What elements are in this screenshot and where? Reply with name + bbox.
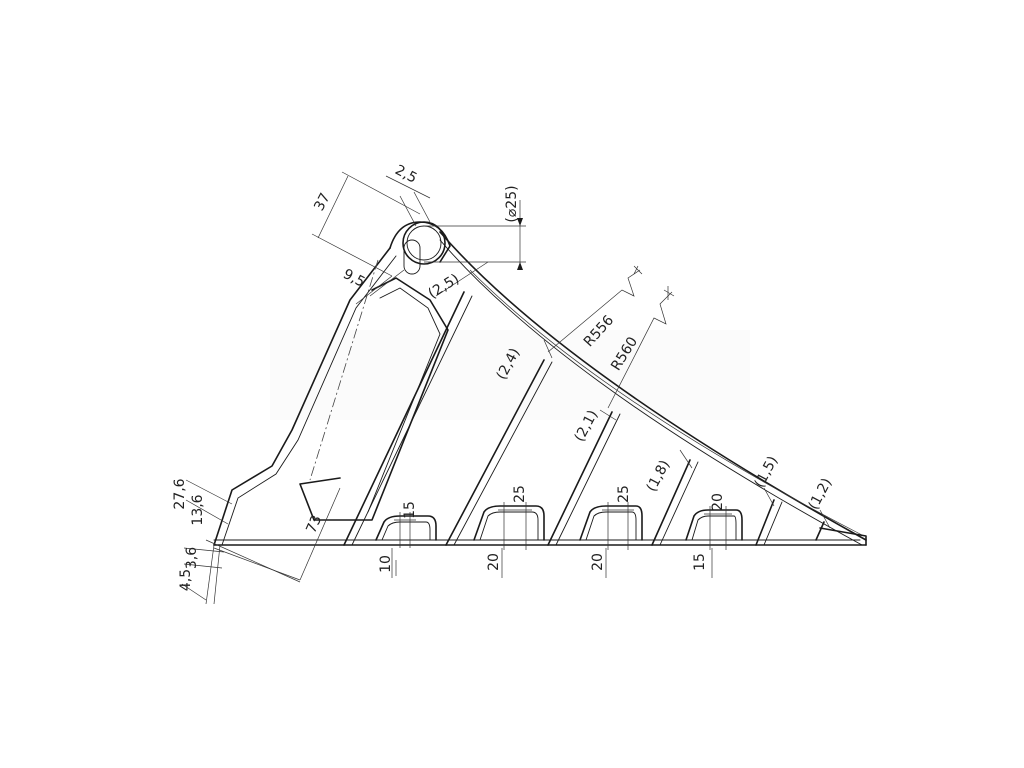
tube bbox=[389, 221, 451, 275]
dim-wall-1-2: (1,2) bbox=[806, 476, 836, 513]
dim-left-4-5: 4,5 bbox=[178, 569, 194, 591]
slots bbox=[375, 505, 841, 546]
slot-3-width: 25 bbox=[616, 485, 632, 503]
dim-length-73: 73 bbox=[303, 513, 325, 536]
dimension-lines bbox=[181, 171, 831, 605]
dim-left-3-6: 3,6 bbox=[184, 547, 200, 569]
dim-left-27-6: 27,6 bbox=[172, 478, 188, 509]
dim-wall-1-8: (1,8) bbox=[644, 458, 674, 495]
slot-4-depth: 15 bbox=[692, 553, 708, 571]
slot-1-depth: 10 bbox=[378, 555, 394, 573]
dim-diameter: (⌀25) bbox=[504, 185, 520, 222]
slot-4-width: 20 bbox=[710, 493, 726, 511]
dim-wall-2-5: (2,5) bbox=[426, 271, 463, 302]
dim-top-width: 2,5 bbox=[392, 162, 419, 187]
dim-left-13-6: 13,6 bbox=[190, 494, 206, 525]
slot-2-depth: 20 bbox=[486, 553, 502, 571]
dim-height-37: 37 bbox=[311, 190, 333, 213]
slot-3-depth: 20 bbox=[590, 553, 606, 571]
inner-chambers bbox=[299, 259, 825, 546]
dim-side-9-5: 9,5 bbox=[340, 266, 367, 291]
slot-1-width: 15 bbox=[402, 501, 418, 519]
watermark bbox=[270, 330, 750, 420]
profile-outline bbox=[213, 231, 867, 546]
dim-wall-1-5: (1,5) bbox=[752, 454, 782, 491]
slot-2-width: 25 bbox=[512, 485, 528, 503]
